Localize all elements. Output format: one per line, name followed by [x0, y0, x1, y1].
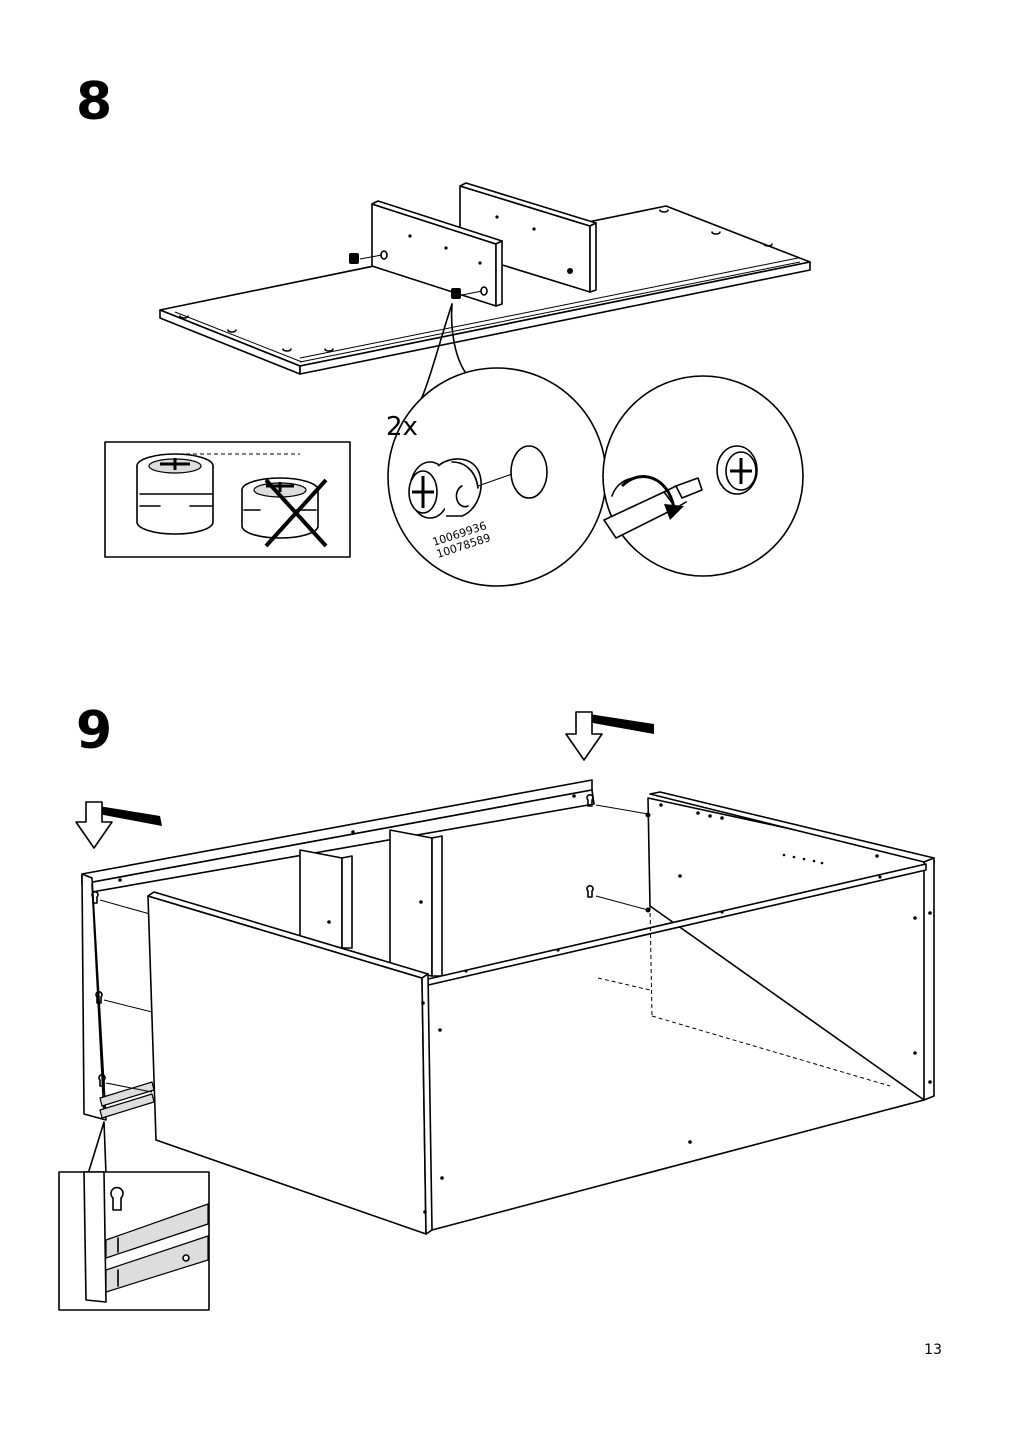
press-down-arrow [75, 801, 162, 849]
step-9-number: 9 [76, 701, 113, 761]
drawer-rail-detail-box [58, 1171, 210, 1311]
cam-lock-detail-callout: 10069936 10078589 [387, 367, 607, 587]
cam-lock-correct-incorrect-box [104, 441, 351, 558]
panel-assembly-illustration [159, 182, 811, 375]
cabinet-carcass-illustration [81, 779, 935, 1235]
page-number: 13 [924, 1342, 942, 1358]
quantity-label: 2x [386, 412, 418, 442]
step-8-number: 8 [76, 72, 113, 132]
press-down-arrow [565, 711, 654, 761]
screwdriver-turn-callout [602, 375, 804, 577]
